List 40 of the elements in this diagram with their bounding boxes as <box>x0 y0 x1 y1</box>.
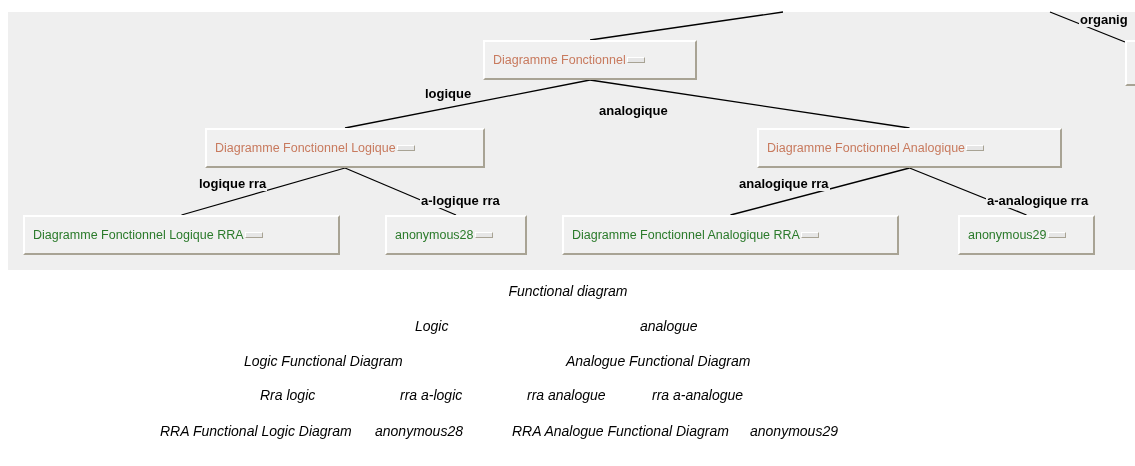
caption-text: rra analogue <box>527 387 606 403</box>
node-label: Diagramme Fonctionnel Analogique RRA <box>572 228 800 242</box>
edge-label: logique <box>424 86 473 101</box>
caption-text: analogue <box>640 318 698 334</box>
caption-text: RRA Functional Logic Diagram <box>160 423 352 439</box>
caption-text: Rra logic <box>260 387 316 403</box>
tree-node-box <box>757 128 1062 168</box>
connector-line <box>589 11 784 41</box>
edge-label: logique rra <box>198 176 268 191</box>
tree-node-box <box>483 40 697 80</box>
tree-node-box <box>23 215 340 255</box>
connector-line <box>180 167 346 216</box>
caption-text: RRA Analogue Functional Diagram <box>512 423 729 439</box>
node-label: anonymous28 <box>395 228 474 242</box>
node-label: Diagramme Fonctionnel <box>493 53 626 67</box>
edge-label: a-analogique rra <box>986 193 1090 208</box>
caption-text: Functional diagram <box>508 283 628 299</box>
edge-label: analogique rra <box>738 176 830 191</box>
edge-label: a-logique rra <box>420 193 501 208</box>
node-label: Diagramme Fonctionnel Analogique <box>767 141 966 155</box>
edge-label: organig <box>1079 12 1129 27</box>
node-label: Diagramme Fonctionnel Logique RRA <box>33 228 244 242</box>
caption-text: Analogue Functional Diagram <box>566 353 751 369</box>
connector-line <box>729 167 911 216</box>
caption-text: Logic Functional Diagram <box>244 353 403 369</box>
caption-text: anonymous28 <box>375 423 463 439</box>
node-label: Diagramme Fonctionnel Logique <box>215 141 396 155</box>
caption-text: rra a-analogue <box>652 387 744 403</box>
caption-text: rra a-logic <box>400 387 463 403</box>
tree-node-box <box>958 215 1095 255</box>
tree-node-box <box>385 215 527 255</box>
connector-line <box>1049 11 1126 43</box>
connector-line <box>589 79 911 129</box>
edge-label: analogique <box>598 103 669 118</box>
tree-node-box <box>205 128 485 168</box>
connector-line <box>344 79 591 129</box>
caption-text: anonymous29 <box>750 423 838 439</box>
tree-node-box <box>562 215 899 255</box>
node-label: anonymous29 <box>968 228 1047 242</box>
caption-text: Logic <box>415 318 449 334</box>
